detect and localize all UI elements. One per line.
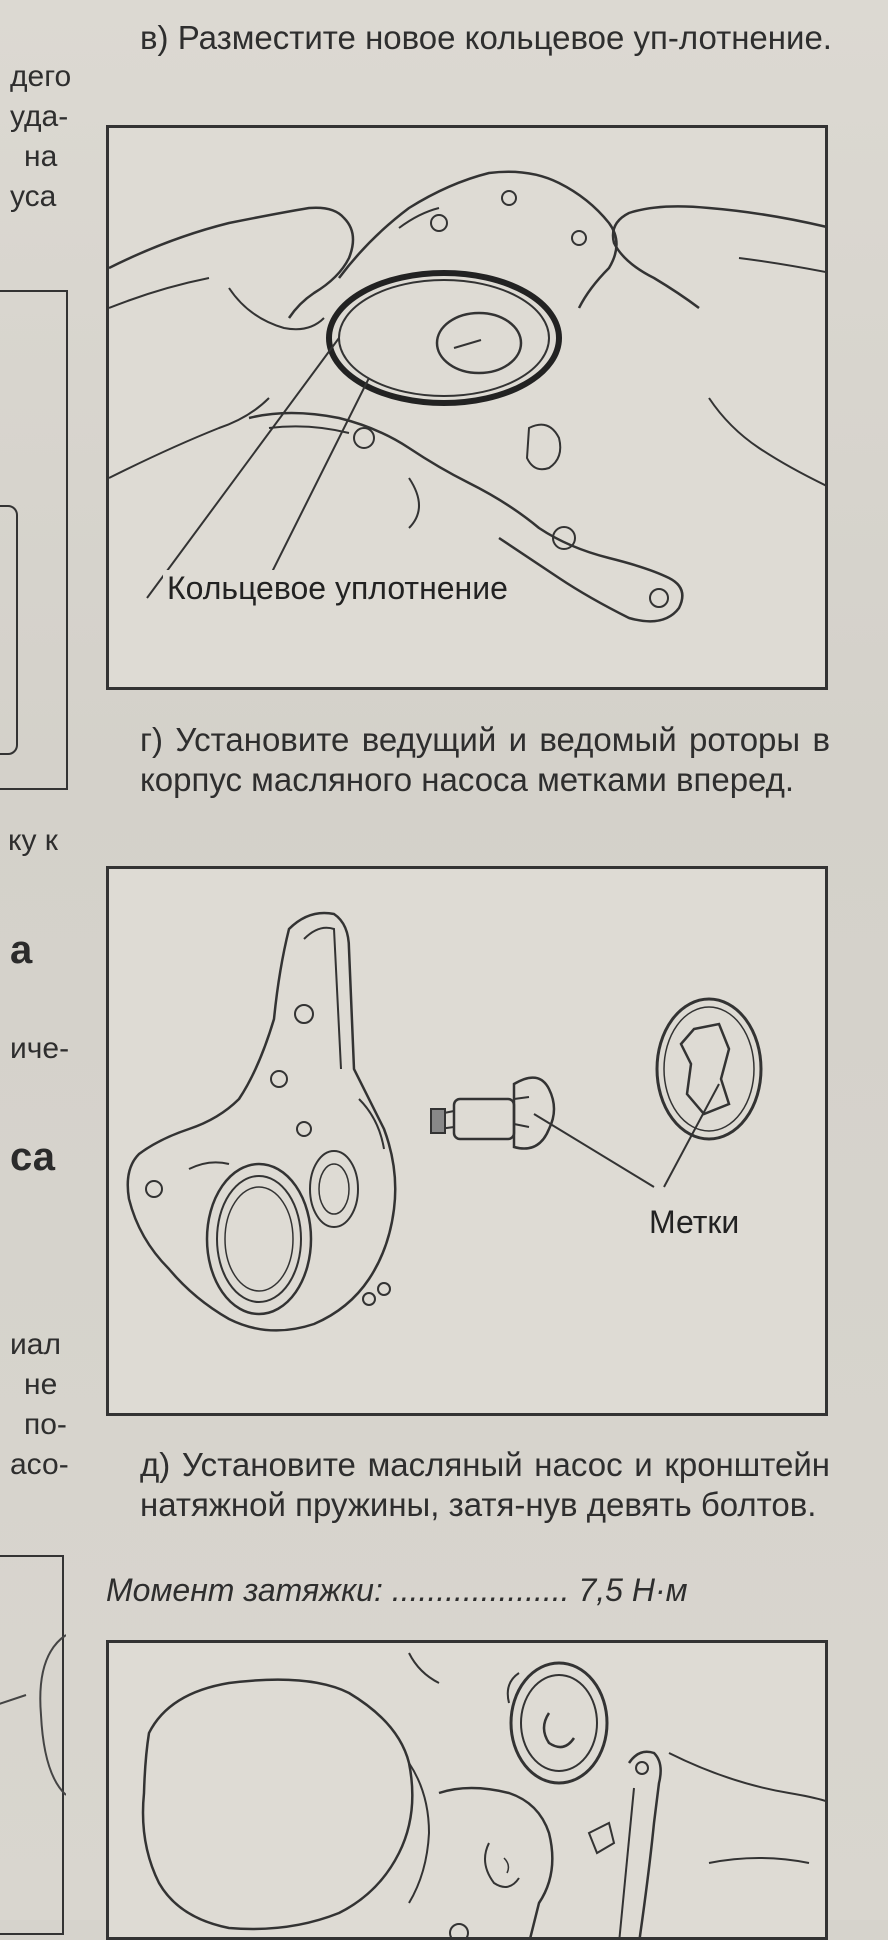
left-fragment: асо- bbox=[10, 1448, 69, 1481]
torque-dots: .................... bbox=[391, 1572, 570, 1608]
left-fragment: на bbox=[24, 140, 58, 173]
left-fragment: не bbox=[24, 1368, 58, 1401]
figure-o-ring-caption: Кольцевое уплотнение bbox=[163, 570, 512, 607]
oil-pump-rotors-drawing bbox=[126, 911, 763, 1332]
left-fragment: дего bbox=[10, 60, 72, 93]
left-fragment: иче- bbox=[10, 1032, 70, 1065]
torque-spec: Момент затяжки: .................... 7,5… bbox=[106, 1572, 688, 1609]
figure-rotors-caption: Метки bbox=[645, 1204, 744, 1241]
installed-pump-drawing bbox=[141, 1652, 825, 1937]
left-figure-inner-frame bbox=[0, 505, 18, 755]
left-heading-fragment: са bbox=[10, 1135, 55, 1179]
figure-installed-pump bbox=[106, 1640, 828, 1940]
left-fragment: иал bbox=[10, 1328, 61, 1361]
figure-rotors: Метки bbox=[106, 866, 828, 1416]
figure-o-ring: Кольцевое уплотнение bbox=[106, 125, 828, 690]
left-fragment: ку к bbox=[8, 824, 58, 857]
left-fragment: уда- bbox=[10, 100, 69, 133]
step-v-text: в) Разместите новое кольцевое уп-лотнени… bbox=[140, 19, 832, 56]
left-fragment: уса bbox=[10, 180, 57, 213]
step-d-text: д) Установите масляный насос и кронштейн… bbox=[140, 1446, 830, 1523]
oil-pump-o-ring-drawing bbox=[109, 170, 825, 623]
left-fragment: по- bbox=[24, 1408, 67, 1441]
torque-label: Момент затяжки: bbox=[106, 1572, 383, 1608]
left-heading-fragment: а bbox=[10, 928, 33, 972]
step-g-text: г) Установите ведущий и ведомый роторы в… bbox=[140, 721, 830, 798]
left-figure-frame bbox=[0, 290, 68, 790]
torque-value: 7,5 Н·м bbox=[578, 1572, 688, 1608]
left-bottom-figure-lines bbox=[0, 1634, 66, 1796]
